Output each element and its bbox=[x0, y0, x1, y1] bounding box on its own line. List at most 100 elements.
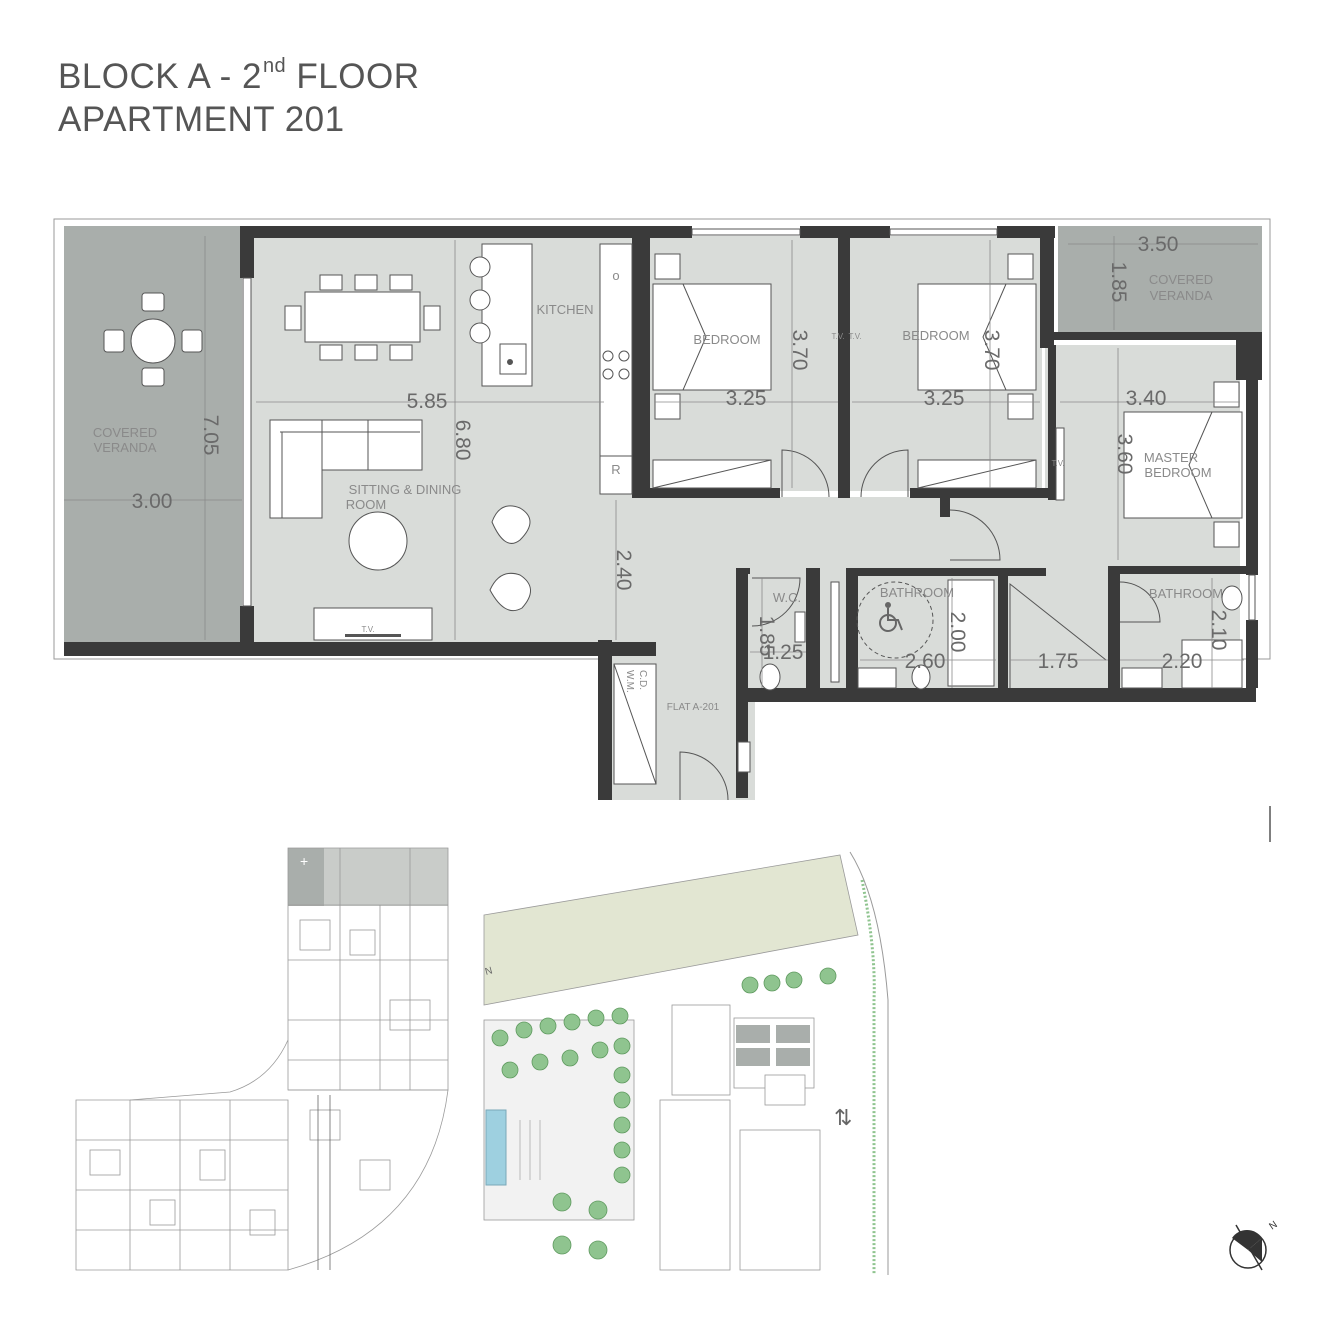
dining-chair bbox=[284, 305, 302, 331]
wall-right-top bbox=[1236, 332, 1262, 380]
cd-label: C.D. bbox=[637, 670, 648, 690]
bar-stool bbox=[469, 289, 491, 311]
dim-bath2-w: 2.20 bbox=[1162, 650, 1203, 673]
sitting-label-1: SITTING & DINING bbox=[349, 482, 462, 497]
dim-wc-w: 1.25 bbox=[763, 641, 804, 664]
dining-chair bbox=[319, 344, 343, 361]
fridge-label: R bbox=[611, 462, 620, 477]
dim-bed1-h: 3.70 bbox=[788, 330, 811, 371]
door-bed2 bbox=[860, 449, 909, 498]
wall-bath1-right bbox=[998, 568, 1008, 692]
veranda-chair bbox=[141, 292, 165, 312]
window-bath2 bbox=[1248, 574, 1256, 621]
dining-chair bbox=[354, 274, 378, 291]
dim-sitting-h: 6.80 bbox=[451, 420, 474, 461]
bar-stool bbox=[469, 256, 491, 278]
sofa bbox=[269, 419, 423, 519]
cupboard-line bbox=[613, 663, 657, 785]
kitchen-counter bbox=[599, 243, 633, 495]
wc-basin bbox=[794, 611, 806, 643]
dim-corridor-w: 1.75 bbox=[1038, 650, 1079, 673]
dim-master-w: 3.40 bbox=[1126, 387, 1167, 410]
wall-bed2-bottom bbox=[910, 488, 1050, 498]
deck-area bbox=[483, 1019, 635, 1221]
window-bed2 bbox=[889, 228, 998, 236]
bed-sheet bbox=[982, 283, 1007, 391]
wall-bath1-left bbox=[846, 568, 858, 692]
armchair bbox=[489, 572, 531, 612]
wall-bottom-sitting bbox=[64, 642, 656, 656]
wall-bed1-bed2 bbox=[838, 226, 850, 498]
dim-hall-h: 2.40 bbox=[612, 550, 635, 591]
sitting-label-2: ROOM bbox=[346, 497, 386, 512]
dim-veranda2-w: 3.50 bbox=[1138, 233, 1179, 256]
site-buildings bbox=[659, 1004, 821, 1271]
wall-left-top bbox=[240, 226, 254, 278]
pool bbox=[485, 1109, 507, 1186]
veranda-right-label-2: VERANDA bbox=[1150, 288, 1213, 303]
dim-bed1-w: 3.25 bbox=[726, 387, 767, 410]
wall-stub bbox=[940, 497, 950, 517]
building bbox=[659, 1099, 731, 1271]
dim-bath1-w: 2.60 bbox=[905, 650, 946, 673]
wall-right-mid bbox=[1246, 380, 1258, 575]
veranda-chair bbox=[141, 367, 165, 387]
tv-bed1-label: T.V. bbox=[831, 332, 844, 341]
veranda-table bbox=[130, 318, 176, 364]
veranda-chair bbox=[181, 329, 203, 353]
trees bbox=[491, 967, 837, 1260]
lift-lobby bbox=[764, 1074, 806, 1106]
kitchen-label: KITCHEN bbox=[536, 302, 593, 317]
meter-box bbox=[737, 741, 751, 773]
dim-bed2-h: 3.70 bbox=[980, 330, 1003, 371]
building bbox=[671, 1004, 731, 1096]
nightstand bbox=[654, 253, 681, 280]
plus-icon: + bbox=[300, 853, 308, 869]
dim-master-h: 3.60 bbox=[1113, 434, 1136, 475]
bed bbox=[652, 283, 772, 391]
bed-sheet bbox=[682, 283, 707, 391]
corridor-line bbox=[1009, 582, 1107, 688]
dining-table bbox=[304, 291, 421, 343]
wardrobe-line bbox=[917, 459, 1037, 489]
door-bath2 bbox=[1119, 581, 1161, 623]
shaft bbox=[830, 581, 840, 683]
wall-bath2-top bbox=[1108, 566, 1248, 574]
dining-chair bbox=[389, 344, 413, 361]
apartment-title: APARTMENT 201 bbox=[58, 100, 345, 139]
wall-veranda-bottom bbox=[1040, 332, 1262, 340]
highlighted-veranda bbox=[288, 848, 324, 906]
bar-stools bbox=[469, 256, 491, 344]
bathroom1-label: BATHROOM bbox=[880, 585, 954, 600]
windows bbox=[242, 228, 1256, 621]
north-arrow-icon bbox=[1229, 1224, 1267, 1271]
dining-set bbox=[284, 274, 441, 361]
door-bed1 bbox=[781, 449, 830, 498]
bath1-toilet bbox=[911, 664, 931, 690]
master-label-1: MASTER bbox=[1144, 450, 1198, 465]
bath1-fixtures bbox=[856, 579, 995, 690]
dim-wc-h: 1.85 bbox=[755, 616, 778, 657]
wall-corr-top bbox=[998, 568, 1046, 576]
sink-drain bbox=[507, 359, 513, 365]
wall-bath2-left bbox=[1108, 566, 1120, 692]
key-plan-block bbox=[75, 847, 449, 1271]
bed-sheet bbox=[1188, 411, 1213, 519]
nightstand bbox=[654, 393, 681, 420]
wc-label: W.C. bbox=[773, 590, 801, 605]
veranda-right-label-1: COVERED bbox=[1149, 272, 1213, 287]
bath1-sink bbox=[857, 667, 897, 689]
tv-screen bbox=[345, 634, 401, 637]
green-strip bbox=[483, 854, 859, 1006]
coffee-table bbox=[348, 511, 408, 571]
veranda-left-label-1: COVERED bbox=[93, 425, 157, 440]
bar-stool bbox=[469, 322, 491, 344]
bedroom2-furniture bbox=[917, 253, 1037, 489]
wardrobe-line bbox=[652, 459, 772, 489]
site-north-label: N bbox=[484, 965, 494, 977]
dining-chair bbox=[319, 274, 343, 291]
master-furniture bbox=[1055, 381, 1243, 548]
veranda-chair bbox=[103, 329, 125, 353]
wall-wc-right bbox=[806, 568, 820, 692]
entrance-door bbox=[679, 751, 729, 801]
